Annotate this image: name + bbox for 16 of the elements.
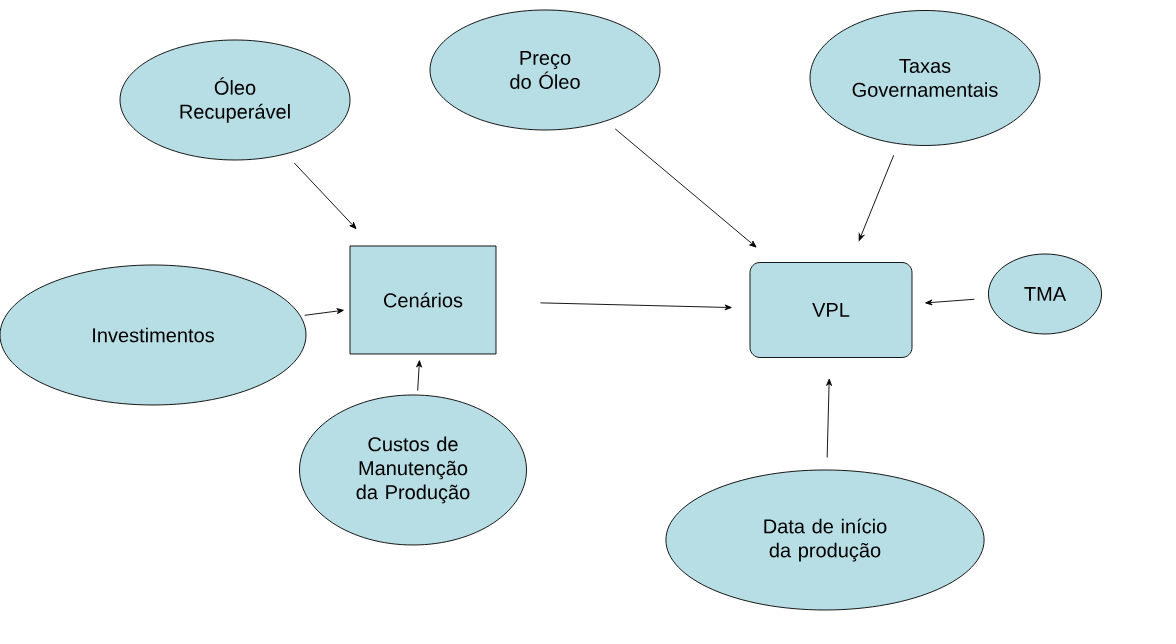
rounded-box: VPL	[749, 262, 913, 358]
arrow	[826, 378, 832, 458]
arrow	[540, 302, 732, 311]
ellipse-node: Data de início da produção	[665, 469, 985, 611]
arrow	[416, 360, 422, 392]
process-box: Cenários	[349, 245, 497, 355]
arrow	[858, 154, 895, 241]
ellipse-node: Preço do Óleo	[429, 9, 661, 131]
arrow	[925, 298, 975, 306]
arrow	[614, 128, 757, 248]
ellipse-node: Taxas Governamentais	[809, 10, 1041, 146]
ellipse-node: TMA	[987, 253, 1102, 335]
arrow	[304, 308, 344, 316]
ellipse-node: Custos de Manutenção da Produção	[299, 394, 527, 546]
ellipse-node: Óleo Recuperável	[119, 39, 351, 161]
arrow	[293, 162, 357, 230]
